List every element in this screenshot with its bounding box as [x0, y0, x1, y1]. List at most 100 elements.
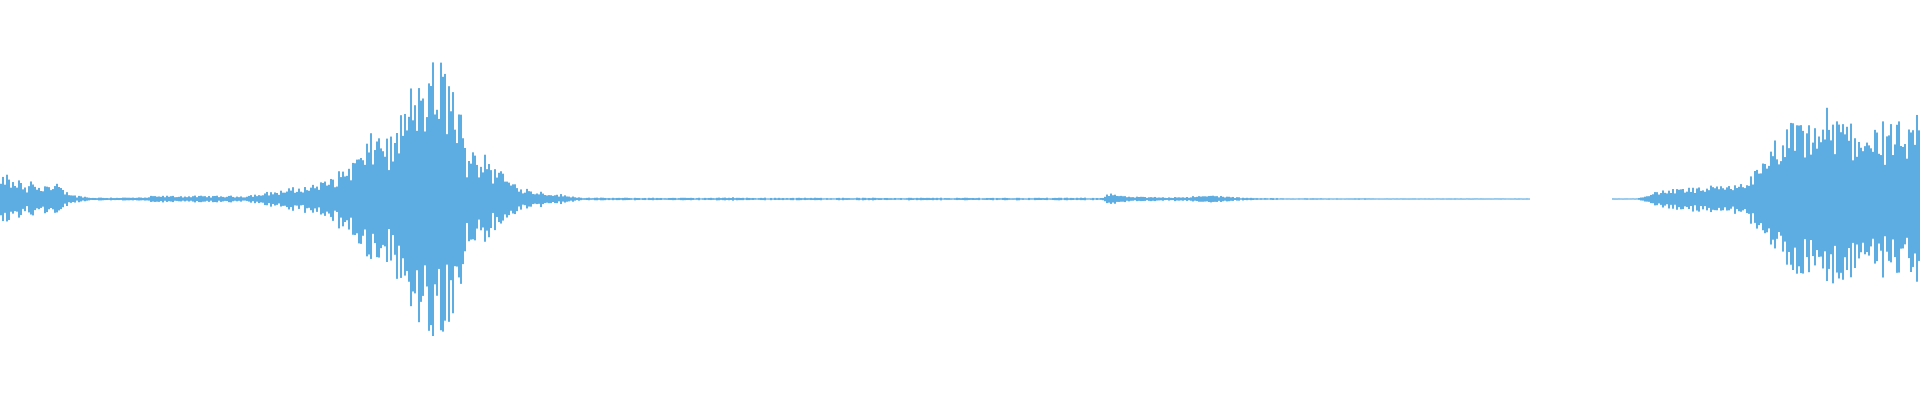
waveform-sample: [1524, 198, 1526, 200]
waveform-sample: [1168, 197, 1170, 201]
waveform-sample: [332, 179, 334, 221]
waveform-sample: [282, 192, 284, 206]
waveform-sample: [132, 197, 134, 201]
waveform-sample: [262, 195, 264, 203]
waveform-sample: [612, 197, 614, 201]
waveform-sample: [1148, 197, 1150, 201]
waveform-sample: [882, 198, 884, 200]
waveform-sample: [430, 86, 432, 326]
waveform-sample: [112, 198, 114, 201]
waveform-sample: [1880, 155, 1882, 251]
waveform-sample: [708, 197, 710, 200]
waveform-sample: [872, 197, 874, 201]
waveform-sample: [52, 189, 54, 210]
waveform-sample: [1092, 197, 1094, 201]
waveform-sample: [358, 159, 360, 244]
waveform-sample: [1748, 185, 1750, 214]
waveform-sample: [1118, 196, 1120, 202]
waveform-sample: [602, 197, 604, 201]
waveform-sample: [908, 197, 910, 201]
waveform-sample: [1740, 184, 1742, 212]
waveform-sample: [1248, 198, 1250, 200]
waveform-sample: [178, 196, 180, 202]
waveform-sample: [1636, 198, 1638, 200]
waveform-sample: [808, 198, 810, 200]
waveform-sample: [838, 197, 840, 201]
waveform-sample: [1900, 146, 1902, 249]
waveform-sample: [1812, 142, 1814, 257]
waveform-sample: [440, 62, 442, 331]
waveform-sample: [410, 88, 412, 307]
waveform-sample: [152, 196, 154, 202]
waveform-sample: [892, 198, 894, 200]
waveform-sample: [422, 98, 424, 296]
waveform-sample: [1458, 198, 1460, 200]
waveform-sample: [520, 189, 522, 210]
waveform-sample: [1868, 145, 1870, 256]
waveform-sample: [1762, 163, 1764, 231]
waveform-sample: [438, 118, 440, 269]
waveform-sample: [1192, 196, 1194, 202]
waveform-sample: [1468, 198, 1470, 200]
waveform-sample: [1212, 195, 1214, 202]
waveform-sample: [1914, 144, 1916, 254]
waveform-sample: [82, 197, 84, 201]
waveform-sample: [1022, 198, 1024, 200]
waveform-sample: [658, 198, 660, 200]
waveform-sample: [988, 198, 990, 200]
waveform-sample: [1706, 188, 1708, 211]
waveform-sample: [1764, 163, 1766, 234]
waveform-sample: [1662, 190, 1664, 208]
waveform-sample: [828, 198, 830, 200]
waveform-sample: [1884, 164, 1886, 237]
waveform-sample: [632, 198, 634, 200]
waveform-sample: [476, 164, 478, 229]
waveform-sample: [1498, 198, 1500, 200]
waveform-sample: [182, 197, 184, 201]
waveform-sample: [1890, 124, 1892, 263]
waveform-sample: [1208, 196, 1210, 202]
waveform-sample: [278, 194, 280, 204]
waveform-sample: [1888, 135, 1890, 261]
waveform-sample: [402, 135, 404, 259]
waveform-sample: [1272, 198, 1274, 200]
waveform-sample: [488, 164, 490, 238]
waveform-sample: [1508, 198, 1510, 200]
waveform-sample: [424, 131, 426, 266]
waveform-sample: [1412, 198, 1414, 200]
waveform-sample: [1912, 130, 1914, 267]
waveform-sample: [568, 196, 570, 202]
waveform-sample: [22, 189, 24, 209]
waveform-sample: [1690, 191, 1692, 207]
waveform-sample: [464, 147, 466, 252]
waveform-sample: [1684, 192, 1686, 207]
waveform-sample: [558, 196, 560, 202]
waveform-sample: [962, 197, 964, 201]
waveform-sample: [448, 86, 450, 322]
waveform-sample: [248, 195, 250, 202]
waveform-sample: [1062, 198, 1064, 200]
waveform-sample: [1504, 198, 1506, 200]
waveform-sample: [912, 198, 914, 200]
waveform-sample: [1708, 190, 1710, 208]
waveform-sample: [1760, 173, 1762, 224]
waveform-sample: [292, 187, 294, 211]
waveform-sample: [1138, 196, 1140, 201]
waveform-sample: [1852, 160, 1854, 243]
waveform-sample: [518, 191, 520, 207]
waveform-sample: [1648, 196, 1650, 202]
waveform-sample: [1078, 198, 1080, 200]
waveform-sample: [972, 197, 974, 200]
waveform-sample: [898, 198, 900, 200]
waveform-sample: [1512, 198, 1514, 200]
waveform-sample: [1850, 123, 1852, 278]
waveform-sample: [1784, 157, 1786, 242]
waveform-sample: [352, 162, 354, 235]
waveform-sample: [238, 197, 240, 201]
waveform-sample: [578, 197, 580, 201]
waveform-sample: [406, 130, 408, 271]
waveform-sample: [1730, 188, 1732, 209]
waveform-sample: [370, 133, 372, 259]
waveform-sample: [818, 197, 820, 201]
